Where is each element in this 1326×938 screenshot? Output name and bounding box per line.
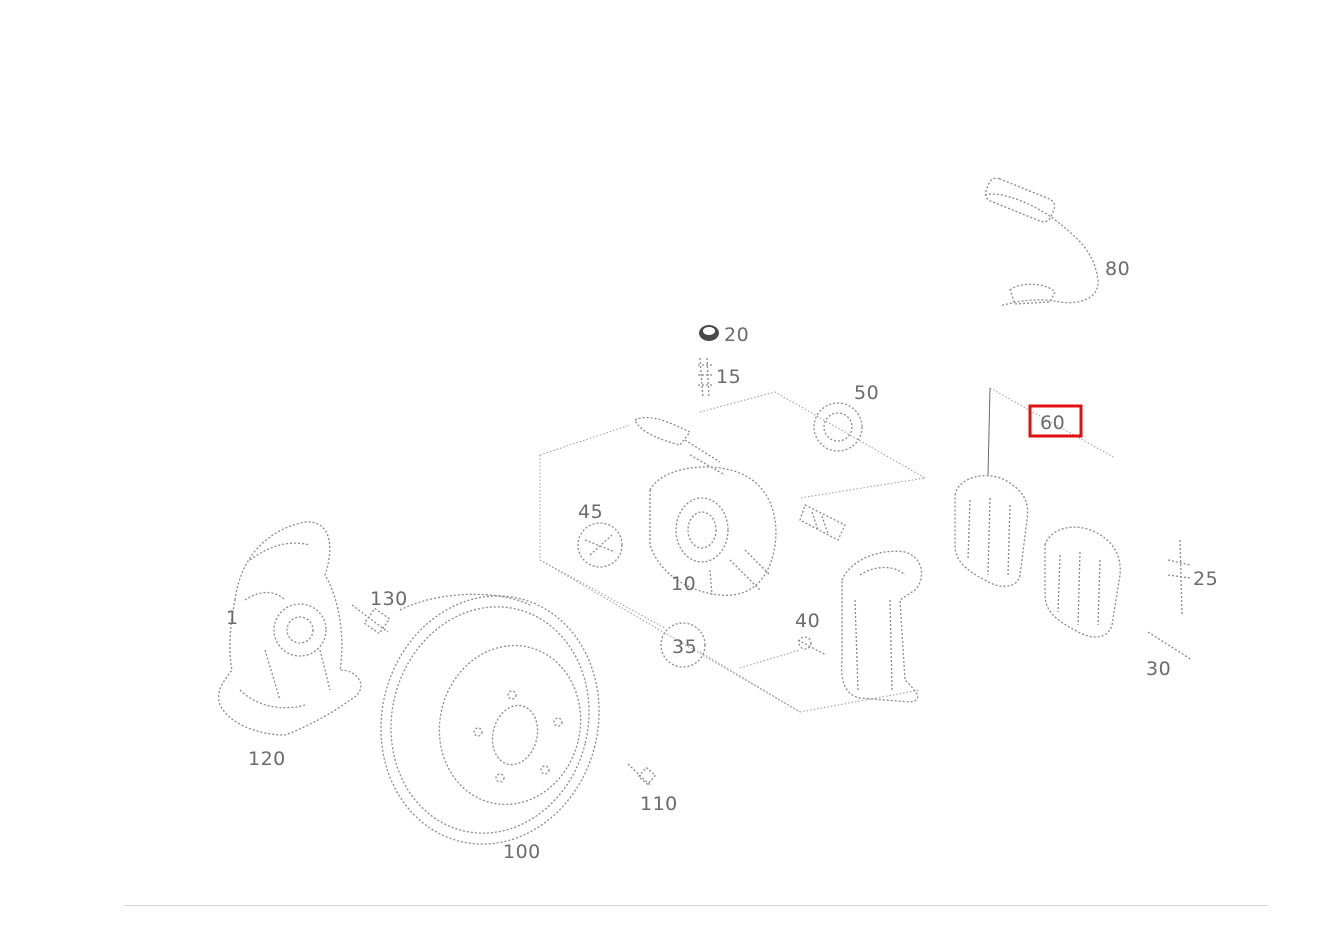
- part-50-piston: [813, 402, 863, 452]
- callout-label-30[interactable]: 30: [1146, 658, 1171, 680]
- part-100-brake-disc: [380, 593, 600, 845]
- part-80-wear-sensor: [984, 177, 1099, 307]
- assembly-guide-lines: [539, 387, 1116, 713]
- part-130-bolt: [351, 604, 391, 635]
- callout-label-50[interactable]: 50: [854, 382, 879, 404]
- callout-label-120[interactable]: 120: [248, 748, 286, 770]
- callout-label-20[interactable]: 20: [724, 324, 749, 346]
- callout-label-45[interactable]: 45: [578, 501, 603, 523]
- part-110-screw: [627, 763, 657, 786]
- footer-divider: [124, 905, 1268, 906]
- part-10-brake-caliper: [634, 416, 777, 596]
- part-20-cap: [699, 325, 719, 341]
- callout-label-40[interactable]: 40: [795, 610, 820, 632]
- part-60-brake-pad-outer: [1044, 526, 1121, 638]
- part-30-spring: [1147, 631, 1193, 661]
- part-25-retaining-pin: [1167, 539, 1191, 616]
- callout-label-10[interactable]: 10: [671, 573, 696, 595]
- part-120-dust-shield: [218, 521, 362, 736]
- part-60-brake-pad-inner: [954, 475, 1029, 587]
- guide-pin: [799, 504, 846, 541]
- callout-label-100[interactable]: 100: [503, 841, 541, 863]
- callout-labels: 1 120 130 100 110 35 40 10 45 20 15 50 6…: [226, 258, 1218, 863]
- part-35-callout-circle: [660, 622, 706, 668]
- callout-label-130[interactable]: 130: [370, 588, 408, 610]
- callout-label-110[interactable]: 110: [640, 793, 678, 815]
- part-45-guide-cap: [577, 522, 623, 568]
- callout-label-1[interactable]: 1: [226, 607, 239, 629]
- part-15-bleeder-valve: [698, 357, 712, 399]
- callout-label-15[interactable]: 15: [716, 366, 741, 388]
- caliper-carrier-bracket: [840, 550, 923, 703]
- selected-callout-highlight: [1028, 404, 1083, 438]
- callout-label-80[interactable]: 80: [1105, 258, 1130, 280]
- callout-label-35[interactable]: 35: [672, 636, 697, 658]
- callout-label-25[interactable]: 25: [1193, 568, 1218, 590]
- part-40-bolt: [797, 636, 827, 656]
- callout-label-60[interactable]: 60: [1040, 412, 1065, 434]
